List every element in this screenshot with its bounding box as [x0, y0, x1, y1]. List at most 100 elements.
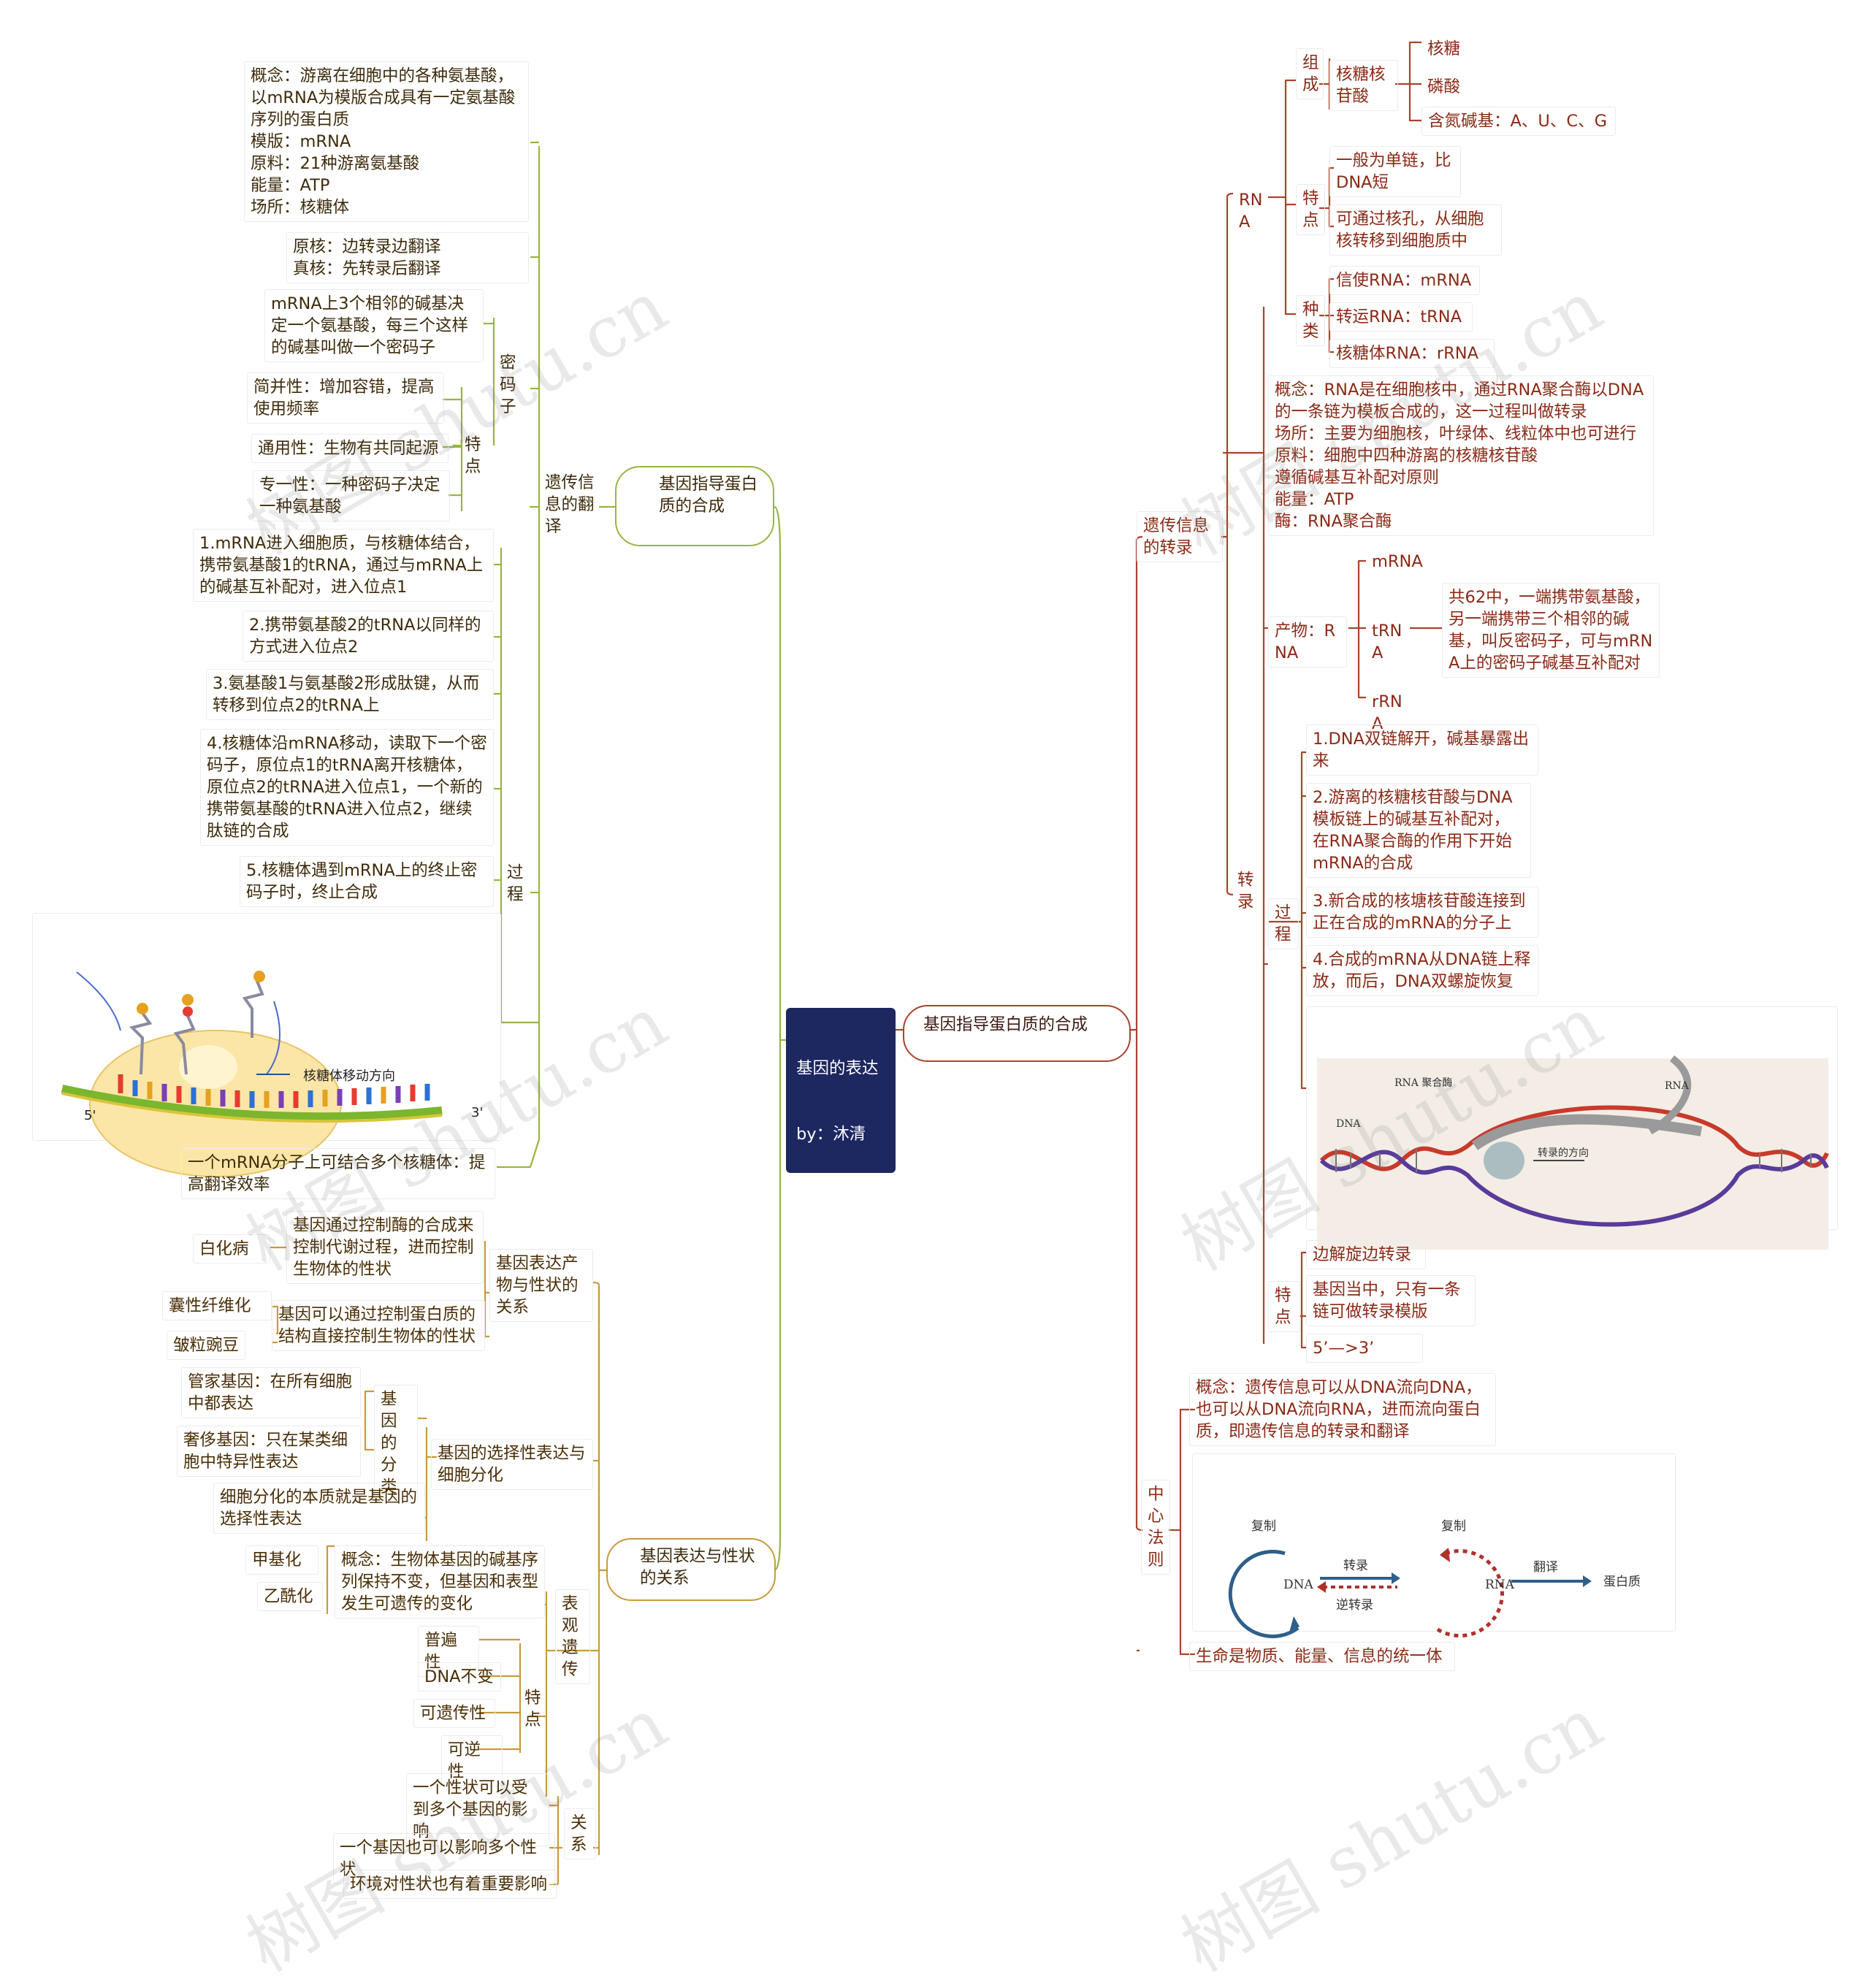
dogma-replication-2: 复制 [1441, 1519, 1466, 1534]
dogma-transcription: 转录 [1343, 1559, 1368, 1573]
process-label[interactable]: 过程 [507, 863, 524, 904]
dogma-rna: RNA [1485, 1578, 1515, 1592]
branch-right-pill[interactable]: 基因指导蛋白质的合成 [903, 1005, 1131, 1062]
central-dogma-figure: 复制 DNA 转录 逆转录 复制 RNA 翻译 蛋白质 [1192, 1453, 1676, 1639]
transcription-label[interactable]: 遗传信息的转录 [1137, 511, 1223, 562]
protein-example-pea[interactable]: 皱粒豌豆 [167, 1331, 245, 1360]
component-ribose[interactable]: 核糖 [1427, 39, 1461, 58]
nucleotide-label[interactable]: 核糖核苷酸 [1329, 60, 1398, 111]
codon-feature-3[interactable]: 专一性：一种密码子决定一种氨基酸 [253, 470, 450, 521]
codon-feature-2[interactable]: 通用性：生物有共同起源 [251, 434, 449, 463]
protein-path[interactable]: 基因可以通过控制蛋白质的结构直接控制生物体的性状 [272, 1300, 485, 1351]
transcription-illustration: RNA 聚合酶 RNA DNA 转录的方向 [1317, 1055, 1829, 1250]
relation-2[interactable]: 一个基因也可以影响多个性状 [333, 1833, 555, 1884]
translation-step-1[interactable]: 1.mRNA进入细胞质，与核糖体结合，携带氨基酸1的tRNA，通过与mRNA上的… [193, 529, 494, 602]
rna-type-mrna[interactable]: 信使RNA：mRNA [1329, 266, 1480, 295]
product-trna[interactable]: tRNA [1372, 622, 1402, 662]
enzyme-example-albinism[interactable]: 白化病 [193, 1234, 270, 1263]
root-author: by：沐清 [796, 1125, 866, 1144]
translation-label[interactable]: 遗传信息的翻译 [545, 473, 595, 536]
branch-translation-pill[interactable]: 基因指导蛋白质的合成 [615, 466, 774, 546]
transcription-process-label[interactable]: 过程 [1268, 898, 1299, 949]
gene-classify-label[interactable]: 基因的分类 [374, 1385, 418, 1502]
dogma-dna: DNA [1283, 1578, 1314, 1592]
epi-features-label[interactable]: 特点 [524, 1689, 541, 1729]
prokaryote-eukaryote[interactable]: 原核：边转录边翻译 真核：先转录后翻译 [286, 232, 529, 283]
epi-methylation[interactable]: 甲基化 [245, 1545, 318, 1575]
gene-product-label[interactable]: 基因表达产物与性状的关系 [489, 1249, 593, 1322]
fig-dna-label: DNA [1336, 1118, 1361, 1130]
transcribe-label[interactable]: 转录 [1237, 871, 1254, 911]
transcription-feature-3[interactable]: 5’—>3’ [1306, 1334, 1423, 1363]
relation-3[interactable]: 环境对性状也有着重要影响 [343, 1870, 557, 1899]
rna-type-trna[interactable]: 转运RNA：tRNA [1329, 302, 1473, 332]
transcription-features-label[interactable]: 特点 [1268, 1281, 1300, 1332]
epigenetics-concept[interactable]: 概念：生物体基因的碱基序列保持不变，但基因和表型发生可遗传的变化 [335, 1545, 545, 1618]
life-summary[interactable]: 生命是物质、能量、信息的统一体 [1189, 1642, 1455, 1671]
epi-feature-dna-unchanged[interactable]: DNA不变 [418, 1662, 501, 1691]
rna-traits-label[interactable]: 特点 [1296, 184, 1325, 235]
transcription-step-4[interactable]: 4.合成的mRNA从DNA链上释放，而后，DNA双螺旋恢复 [1306, 945, 1538, 996]
epigenetics-label[interactable]: 表观遗传 [555, 1589, 590, 1684]
mrna-3prime-label: 3' [471, 1105, 483, 1120]
root-node[interactable]: 基因的表达 by：沐清 [786, 1008, 896, 1173]
rna-types-label[interactable]: 种类 [1296, 295, 1325, 346]
dogma-replication-1: 复制 [1251, 1519, 1276, 1534]
codon-feature-1[interactable]: 简并性：增加容错，提高使用频率 [247, 372, 444, 424]
housekeeping-gene[interactable]: 管家基因：在所有细胞中都表达 [181, 1367, 361, 1418]
enzyme-path[interactable]: 基因通过控制酶的合成来控制代谢过程，进而控制生物体的性状 [286, 1211, 484, 1284]
product-rrna[interactable]: rRNA [1372, 692, 1402, 733]
fig-direction-label: 转录的方向 [1538, 1147, 1589, 1159]
mind-map: 基因的表达 by：沐清 基因指导蛋白质的合成 遗传信息的翻译 概念：游离在细胞中… [32, 39, 1838, 1987]
transcription-step-2[interactable]: 2.游离的核糖核苷酸与DNA模板链上的碱基互补配对，在RNA聚合酶的作用下开始m… [1306, 783, 1531, 878]
translation-step-2[interactable]: 2.携带氨基酸2的tRNA以同样的方式进入位点2 [243, 611, 494, 662]
transcription-feature-2[interactable]: 基因当中，只有一条链可做转录模版 [1306, 1275, 1476, 1326]
root-title: 基因的表达 [796, 1059, 879, 1078]
codon-definition[interactable]: mRNA上3个相邻的碱基决定一个氨基酸，每三个这样的碱基叫做一个密码子 [264, 289, 484, 362]
fig-rna-label: RNA [1665, 1080, 1690, 1092]
dogma-reverse: 逆转录 [1336, 1598, 1373, 1613]
epi-acetylation[interactable]: 乙酰化 [257, 1582, 323, 1611]
relation-label[interactable]: 关系 [564, 1808, 596, 1859]
central-dogma-label[interactable]: 中心法则 [1141, 1480, 1170, 1575]
luxury-gene[interactable]: 奢侈基因：只在某类细胞中特异性表达 [177, 1426, 361, 1477]
codon-label[interactable]: 密码子 [500, 353, 516, 416]
selective-expression-label[interactable]: 基因的选择性表达与细胞分化 [431, 1439, 593, 1490]
rna-polymerase-label: RNA 聚合酶 [1394, 1077, 1452, 1089]
product-mrna[interactable]: mRNA [1372, 552, 1423, 571]
ribosome-direction-label: 核糖体移动方向 [303, 1068, 395, 1084]
dogma-translation: 翻译 [1533, 1560, 1558, 1575]
ribosome-figure: 核糖体移动方向 5' 3' [32, 913, 501, 1177]
differentiation-essence[interactable]: 细胞分化的本质就是基因的选择性表达 [213, 1483, 425, 1534]
central-dogma-illustration: 复制 DNA 转录 逆转录 复制 RNA 翻译 蛋白质 [1228, 1519, 1641, 1639]
trna-note[interactable]: 共62中，一端携带氨基酸，另一端携带三个相邻的碱基，叫反密码子，可与mRNA上的… [1442, 583, 1660, 678]
ribosome-illustration: 核糖体移动方向 5' 3' [61, 971, 483, 1177]
component-bases[interactable]: 含氮碱基：A、U、C、G [1421, 107, 1616, 136]
polysome-note[interactable]: 一个mRNA分子上可结合多个核糖体：提高翻译效率 [181, 1148, 495, 1199]
relation-1[interactable]: 一个性状可以受到多个基因的影响 [406, 1773, 549, 1846]
composition-label[interactable]: 组成 [1296, 48, 1324, 99]
component-phosphate[interactable]: 磷酸 [1427, 77, 1461, 96]
translation-concept[interactable]: 概念：游离在细胞中的各种氨基酸，以mRNA为模版合成具有一定氨基酸序列的蛋白质 … [244, 61, 529, 222]
transcription-feature-1[interactable]: 边解旋边转录 [1306, 1240, 1426, 1269]
rna-label[interactable]: RNA [1239, 191, 1263, 232]
codon-features-label[interactable]: 特点 [465, 435, 481, 476]
connector-lines [270, 41, 1442, 1886]
translation-step-3[interactable]: 3.氨基酸1与氨基酸2形成肽键，从而转移到位点2的tRNA上 [206, 669, 494, 720]
mrna-5prime-label: 5' [84, 1108, 96, 1123]
protein-example-cf[interactable]: 囊性纤维化 [162, 1291, 272, 1320]
transcription-figure: RNA 聚合酶 RNA DNA 转录的方向 [1306, 1006, 1838, 1250]
central-dogma-concept[interactable]: 概念：遗传信息可以从DNA流向DNA，也可以从DNA流向RNA，进而流向蛋白质，… [1189, 1373, 1496, 1446]
rna-trait-2[interactable]: 可通过核孔，从细胞核转移到细胞质中 [1329, 204, 1502, 256]
translation-step-4[interactable]: 4.核糖体沿mRNA移动，读取下一个密码子，原位点1的tRNA离开核糖体，原位点… [200, 729, 494, 846]
translation-step-5[interactable]: 5.核糖体遇到mRNA上的终止密码子时，终止合成 [240, 856, 494, 907]
epi-feature-heritable[interactable]: 可遗传性 [413, 1699, 495, 1728]
branch-traits-pill[interactable]: 基因表达与性状的关系 [606, 1538, 776, 1601]
transcription-concept[interactable]: 概念：RNA是在细胞核中，通过RNA聚合酶以DNA的一条链为模板合成的，这一过程… [1268, 375, 1654, 536]
product-rna-label[interactable]: 产物：RNA [1268, 616, 1347, 668]
epi-feature-reversible[interactable]: 可逆性 [441, 1735, 503, 1786]
rna-type-rrna[interactable]: 核糖体RNA：rRNA [1329, 339, 1495, 368]
rna-trait-1[interactable]: 一般为单链，比DNA短 [1329, 146, 1461, 197]
transcription-step-3[interactable]: 3.新合成的核塘核苷酸连接到正在合成的mRNA的分子上 [1306, 887, 1538, 938]
transcription-step-1[interactable]: 1.DNA双链解开，碱基暴露出来 [1306, 725, 1538, 776]
